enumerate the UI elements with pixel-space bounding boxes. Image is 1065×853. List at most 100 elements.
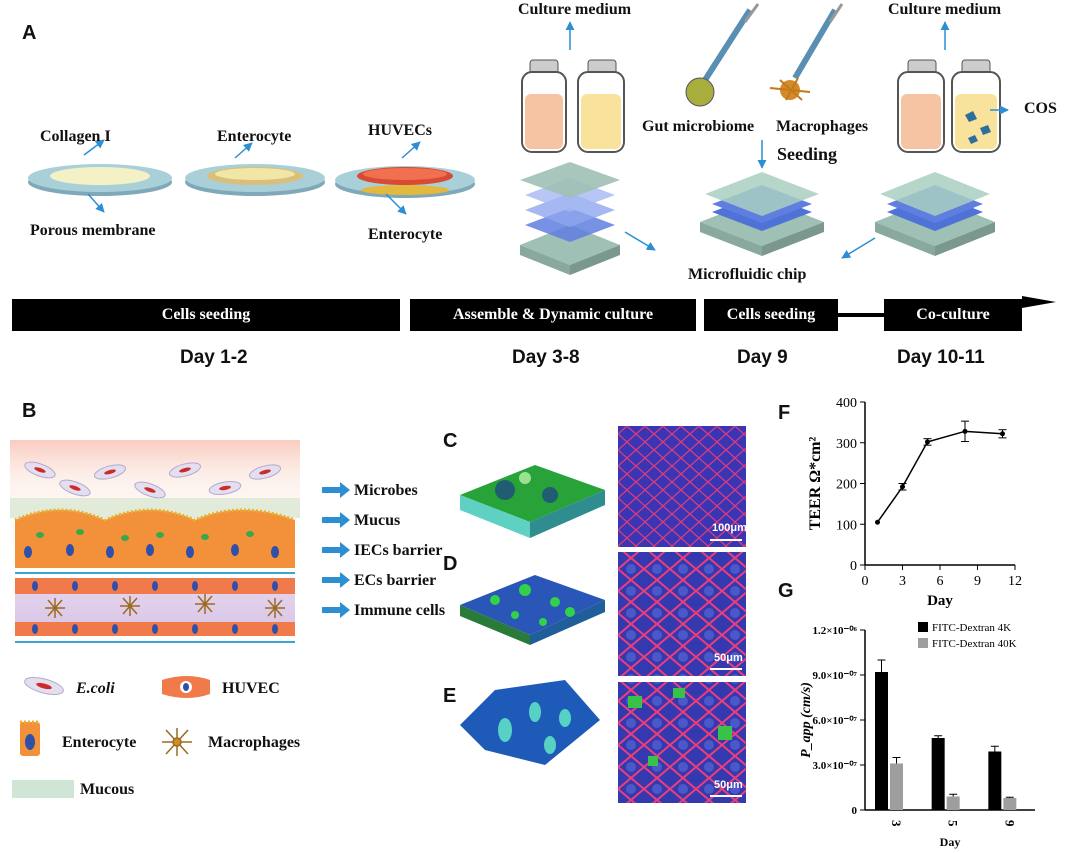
bar	[875, 672, 888, 810]
data-point	[875, 519, 880, 525]
gut-barrier-diagram	[10, 440, 300, 643]
y-axis-label: TEER Ω*cm²	[807, 436, 824, 530]
layer-label-iecs: IECs barrier	[354, 542, 443, 559]
x-tick-label: 9	[974, 574, 981, 589]
image-d	[618, 552, 746, 676]
x-tick-label: 5	[946, 820, 961, 827]
layer-label-ecs: ECs barrier	[354, 572, 437, 589]
y-tick-label: 0	[852, 805, 858, 817]
membrane-illustrations	[28, 139, 475, 215]
day-label-4: Day 10-11	[897, 347, 985, 368]
label-enterocyte-top: Enterocyte	[217, 128, 292, 145]
label-huvecs: HUVECs	[368, 122, 433, 139]
panel-e-letter: E	[443, 685, 457, 707]
enterocyte-membrane	[185, 164, 325, 196]
assembled-chip-right	[875, 172, 995, 256]
scale-bar-c: 100μm	[712, 522, 747, 534]
layer-label-immune: Immune cells	[354, 602, 446, 619]
bar	[890, 763, 903, 810]
layer-arrows	[322, 482, 350, 618]
bar	[1003, 798, 1017, 810]
panel-d-letter: D	[443, 553, 458, 575]
ecoli-cells	[24, 461, 282, 499]
legend-enterocyte-icon	[20, 720, 40, 756]
day-label-1: Day 1-2	[180, 347, 248, 368]
legend-ecoli-icon	[24, 676, 64, 696]
image-c	[618, 426, 746, 547]
scale-bar-d: 50μm	[714, 652, 743, 664]
y-tick-label: 6.0×10⁻⁰⁷	[812, 715, 857, 727]
bar	[931, 738, 945, 810]
y-tick-label: 300	[836, 437, 857, 452]
legend-macrophage-icon	[162, 728, 192, 756]
panel-c-letter: C	[443, 430, 458, 452]
legend-mucous: Mucous	[80, 781, 135, 798]
legend-macrophages: Macrophages	[208, 734, 301, 751]
syringes	[685, 3, 844, 107]
timeline-cells-seeding-2: Cells seeding	[704, 299, 838, 331]
chip-assembly-illustration	[520, 3, 1009, 275]
label-culture-medium-left: Culture medium	[518, 1, 632, 18]
huvec-membrane	[335, 166, 475, 198]
image-e-green-spots	[628, 688, 732, 766]
day-label-2: Day 3-8	[512, 347, 580, 368]
y-tick-label: 3.0×10⁻⁰⁷	[812, 760, 857, 772]
panel-b-letter: B	[22, 400, 37, 422]
y-tick-label: 200	[836, 478, 857, 493]
timeline-assemble: Assemble & Dynamic culture	[410, 299, 696, 331]
legend-label: FITC-Dextran 4K	[932, 622, 1011, 634]
legend-label: FITC-Dextran 40K	[932, 638, 1017, 650]
timeline-connector	[838, 313, 884, 317]
legend-icons	[12, 676, 210, 798]
legend-huvec-icon	[162, 676, 210, 698]
timeline-arrowhead	[1022, 296, 1056, 308]
timeline-co-culture: Co-culture	[884, 299, 1022, 331]
y-axis-label: P_app (cm/s)	[799, 682, 814, 758]
label-seeding: Seeding	[777, 144, 838, 164]
label-culture-medium-right: Culture medium	[888, 1, 1002, 18]
panel-g-letter: G	[778, 580, 794, 602]
label-porous-membrane: Porous membrane	[30, 222, 156, 239]
panel-f-letter: F	[778, 402, 791, 424]
x-tick-label: 6	[937, 574, 944, 589]
data-point	[962, 428, 968, 434]
x-tick-label: 3	[889, 820, 904, 827]
legend-ecoli: E.coli	[76, 680, 115, 697]
label-cos: COS	[1024, 100, 1057, 117]
data-point	[925, 439, 930, 445]
exploded-chip	[520, 162, 620, 275]
bar	[946, 796, 960, 810]
label-microfluidic-chip: Microfluidic chip	[688, 266, 807, 283]
x-axis-label: Day	[927, 593, 953, 609]
culture-medium-bottles-right	[897, 21, 1009, 153]
assembled-chip-center	[700, 172, 824, 256]
y-tick-label: 1.2×10⁻⁰⁶	[812, 625, 857, 637]
data-point	[1000, 431, 1005, 437]
x-tick-label: 0	[862, 574, 869, 589]
label-collagen: Collagen I	[40, 128, 111, 145]
culture-medium-bottles-left	[521, 21, 625, 153]
x-tick-label: 12	[1008, 574, 1022, 589]
x-tick-label: 3	[899, 574, 906, 589]
macrophage-cells	[45, 594, 285, 618]
collagen-membrane	[28, 164, 172, 196]
panel-a-letter: A	[22, 22, 37, 44]
render-d	[460, 575, 605, 645]
legend-enterocyte: Enterocyte	[62, 734, 137, 751]
enterocyte-layer	[15, 510, 295, 568]
legend-swatch	[918, 622, 928, 632]
y-tick-label: 400	[836, 396, 857, 411]
render-c	[460, 465, 605, 538]
label-enterocyte-bottom: Enterocyte	[368, 226, 443, 243]
day-label-3: Day 9	[737, 347, 788, 368]
legend-mucous-icon	[12, 780, 74, 798]
render-e	[460, 680, 600, 765]
data-point	[900, 484, 905, 490]
timeline-cells-seeding-1: Cells seeding	[12, 299, 400, 331]
confocal-3d-renders	[460, 465, 605, 765]
legend-swatch	[918, 638, 928, 648]
label-macrophages: Macrophages	[776, 118, 869, 135]
layer-label-microbes: Microbes	[354, 482, 418, 499]
